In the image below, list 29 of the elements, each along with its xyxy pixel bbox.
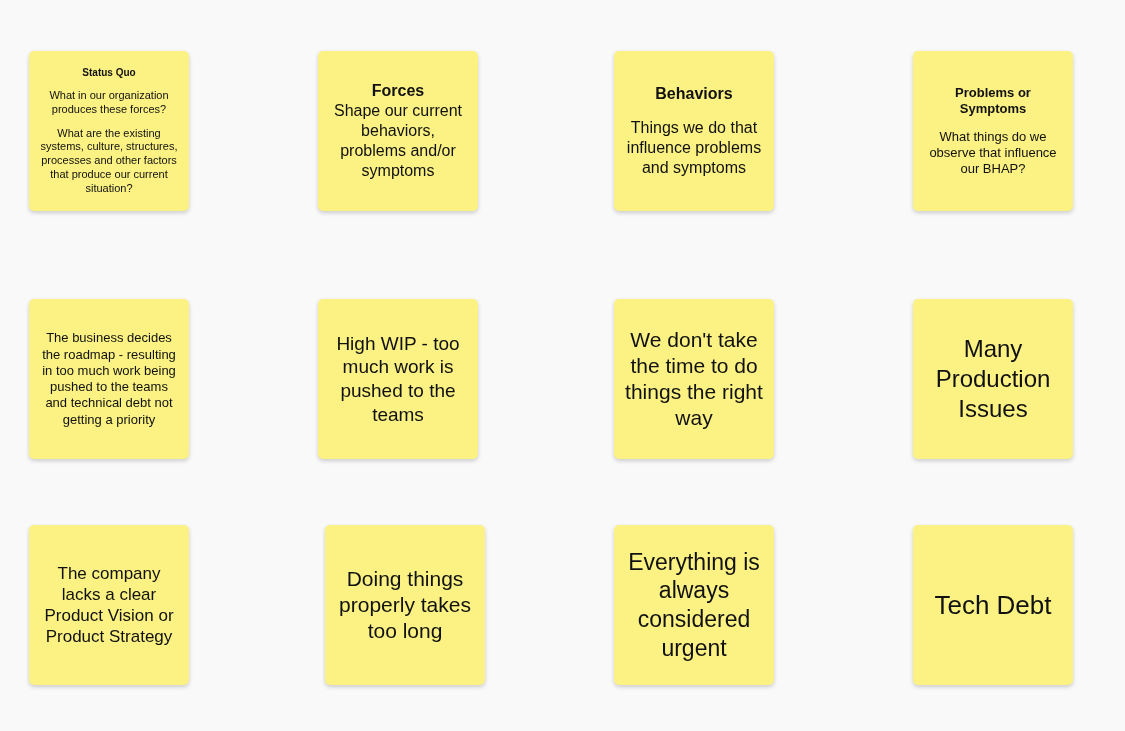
sticky-note bbox=[614, 525, 774, 685]
note-text: What are the existing systems, culture, structures, processes and other factors that produce our current situation? bbox=[39, 126, 179, 196]
sticky-note bbox=[325, 525, 485, 685]
note-text: Shape our current behaviors, problems and/or symptoms bbox=[332, 101, 464, 181]
sticky-note bbox=[318, 51, 478, 211]
note-text: Everything is always considered urgent bbox=[627, 547, 761, 663]
sticky-note bbox=[29, 51, 189, 211]
note-text: What things do we observe that influence our BHAP? bbox=[928, 128, 1058, 178]
note-text: Tech Debt bbox=[934, 588, 1052, 622]
note-heading: Behaviors bbox=[655, 83, 733, 104]
sticky-note bbox=[913, 299, 1073, 459]
note-text: Many Production Issues bbox=[934, 334, 1052, 424]
sticky-note bbox=[29, 525, 189, 685]
note-text: What in our organization produces these forces? bbox=[48, 89, 170, 117]
sticky-note bbox=[614, 299, 774, 459]
note-heading: Status Quo bbox=[82, 66, 136, 80]
note-text: The company lacks a clear Product Vision or Product Strategy bbox=[43, 562, 175, 648]
note-text: High WIP - too much work is pushed to the teams bbox=[335, 331, 461, 427]
sticky-note bbox=[913, 525, 1073, 685]
sticky-note bbox=[318, 299, 478, 459]
sticky-note bbox=[614, 51, 774, 211]
sticky-note bbox=[913, 51, 1073, 211]
note-text: Things we do that influence problems and symptoms bbox=[625, 118, 763, 179]
note-text: Doing things properly takes too long bbox=[338, 565, 472, 645]
note-heading: Forces bbox=[371, 81, 425, 101]
note-text: We don't take the time to do things the right way bbox=[624, 326, 764, 432]
note-heading: Problems or Symptoms bbox=[954, 84, 1032, 118]
note-text: The business decides the roadmap - resulting in too much work being pushed to the teams and technical debt not getting a priority bbox=[41, 330, 177, 428]
sticky-note bbox=[29, 299, 189, 459]
